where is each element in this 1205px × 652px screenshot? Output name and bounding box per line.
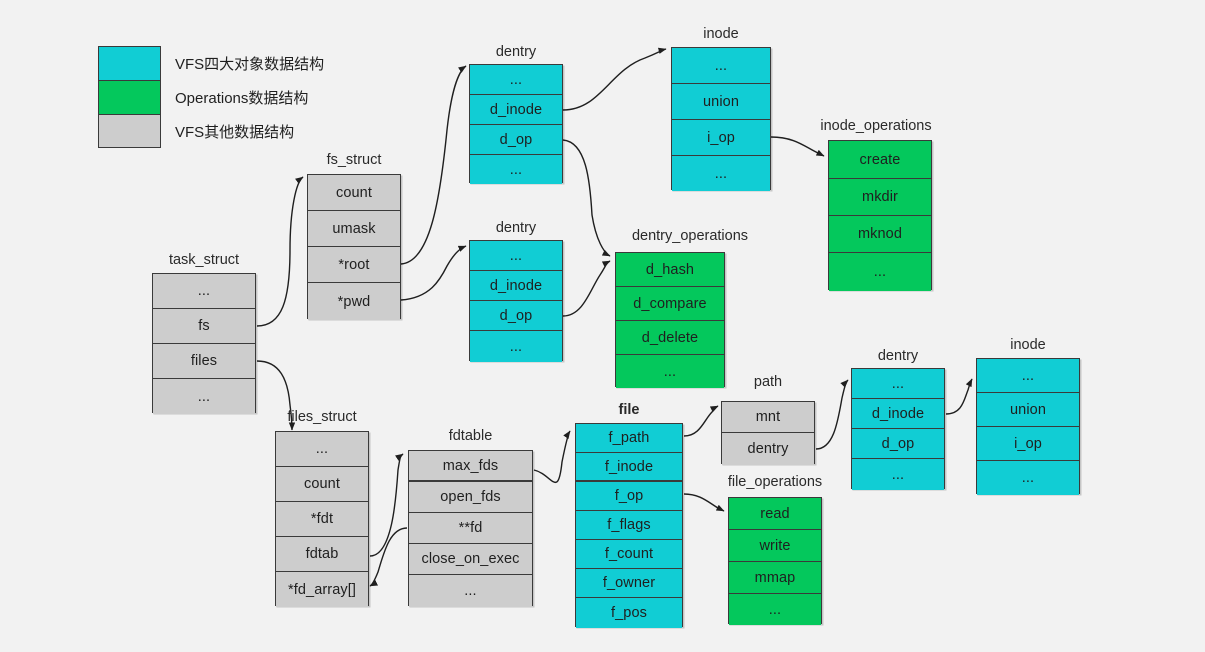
struct-inode-top: ... union i_op ... [671, 47, 771, 191]
field-row: d_op [470, 301, 562, 331]
struct-file-operations: read write mmap ... [728, 497, 822, 625]
title-dentry-operations: dentry_operations [631, 228, 749, 244]
field-row: f_flags [576, 511, 682, 540]
field-row: ... [616, 355, 724, 388]
field-row: ... [977, 359, 1079, 393]
field-row: d_hash [616, 253, 724, 287]
field-row: d_inode [470, 95, 562, 125]
title-file-operations: file_operations [727, 474, 823, 490]
field-row: ... [977, 461, 1079, 495]
title-inode-top: inode [703, 26, 739, 42]
field-row: files [153, 344, 255, 379]
field-row: ... [276, 432, 368, 467]
struct-dentry-top: ... d_inode d_op ... [469, 64, 563, 184]
field-row: mkdir [829, 179, 931, 216]
field-row: ... [829, 253, 931, 291]
field-row: max_fds [409, 451, 532, 482]
field-row: *pwd [308, 283, 400, 320]
struct-dentry-bottom: ... d_inode d_op ... [851, 368, 945, 490]
title-dentry-top: dentry [495, 44, 537, 60]
legend-item-operations: Operations数据结构 [98, 80, 324, 114]
title-dentry-mid: dentry [495, 220, 537, 236]
field-row: read [729, 498, 821, 530]
field-row: i_op [672, 120, 770, 156]
title-inode-bottom: inode [1010, 337, 1046, 353]
field-row: create [829, 141, 931, 179]
field-row: close_on_exec [409, 544, 532, 575]
title-inode-operations: inode_operations [820, 118, 932, 134]
field-row: fs [153, 309, 255, 344]
legend-swatch-operations [98, 80, 161, 114]
struct-path: mnt dentry [721, 401, 815, 465]
field-row: dentry [722, 433, 814, 465]
struct-fdtable: max_fds open_fds **fd close_on_exec ... [408, 450, 533, 607]
field-row: f_count [576, 540, 682, 569]
struct-task-struct: ... fs files ... [152, 273, 256, 414]
field-row: *fdt [276, 502, 368, 537]
legend: VFS四大对象数据结构 Operations数据结构 VFS其他数据结构 [98, 46, 324, 148]
field-row: write [729, 530, 821, 562]
field-row: ... [470, 65, 562, 95]
title-files-struct: files_struct [287, 409, 357, 425]
title-task-struct: task_struct [168, 252, 240, 268]
field-row: *fd_array[] [276, 572, 368, 607]
title-dentry-bottom: dentry [877, 348, 919, 364]
legend-label-other: VFS其他数据结构 [175, 123, 295, 141]
struct-fs-struct: count umask *root *pwd [307, 174, 401, 320]
struct-dentry-mid: ... d_inode d_op ... [469, 240, 563, 362]
field-row: f_op [576, 482, 682, 511]
field-row: f_pos [576, 598, 682, 628]
field-row: ... [852, 369, 944, 399]
field-row: ... [470, 155, 562, 184]
field-row: ... [672, 48, 770, 84]
title-fs-struct: fs_struct [326, 152, 382, 168]
field-row: ... [852, 459, 944, 490]
title-file: file [618, 402, 640, 418]
field-row: union [977, 393, 1079, 427]
legend-label-operations: Operations数据结构 [175, 89, 309, 107]
field-row: mknod [829, 216, 931, 253]
field-row: d_inode [470, 271, 562, 301]
title-path: path [753, 374, 783, 390]
title-fdtable: fdtable [448, 428, 493, 444]
field-row: mnt [722, 402, 814, 433]
field-row: union [672, 84, 770, 120]
field-row: d_op [852, 429, 944, 459]
field-row: **fd [409, 513, 532, 544]
field-row: ... [153, 274, 255, 309]
field-row: ... [409, 575, 532, 607]
field-row: ... [672, 156, 770, 191]
struct-inode-bottom: ... union i_op ... [976, 358, 1080, 495]
struct-file: f_path f_inode f_op f_flags f_count f_ow… [575, 423, 683, 628]
field-row: i_op [977, 427, 1079, 461]
field-row: umask [308, 211, 400, 247]
struct-inode-operations: create mkdir mknod ... [828, 140, 932, 291]
legend-item-other: VFS其他数据结构 [98, 114, 324, 148]
field-row: count [276, 467, 368, 502]
field-row: f_inode [576, 453, 682, 482]
legend-swatch-other [98, 114, 161, 148]
field-row: f_path [576, 424, 682, 453]
field-row: mmap [729, 562, 821, 594]
field-row: fdtab [276, 537, 368, 572]
field-row: ... [729, 594, 821, 625]
field-row: d_op [470, 125, 562, 155]
legend-swatch-vfs-objects [98, 46, 161, 80]
field-row: d_compare [616, 287, 724, 321]
struct-files-struct: ... count *fdt fdtab *fd_array[] [275, 431, 369, 607]
field-row: f_owner [576, 569, 682, 598]
field-row: ... [470, 241, 562, 271]
field-row: open_fds [409, 482, 532, 513]
legend-label-vfs-objects: VFS四大对象数据结构 [175, 55, 325, 73]
field-row: ... [153, 379, 255, 414]
struct-dentry-operations: d_hash d_compare d_delete ... [615, 252, 725, 388]
field-row: d_inode [852, 399, 944, 429]
legend-item-vfs-objects: VFS四大对象数据结构 [98, 46, 324, 80]
field-row: count [308, 175, 400, 211]
field-row: *root [308, 247, 400, 283]
field-row: d_delete [616, 321, 724, 355]
field-row: ... [470, 331, 562, 362]
